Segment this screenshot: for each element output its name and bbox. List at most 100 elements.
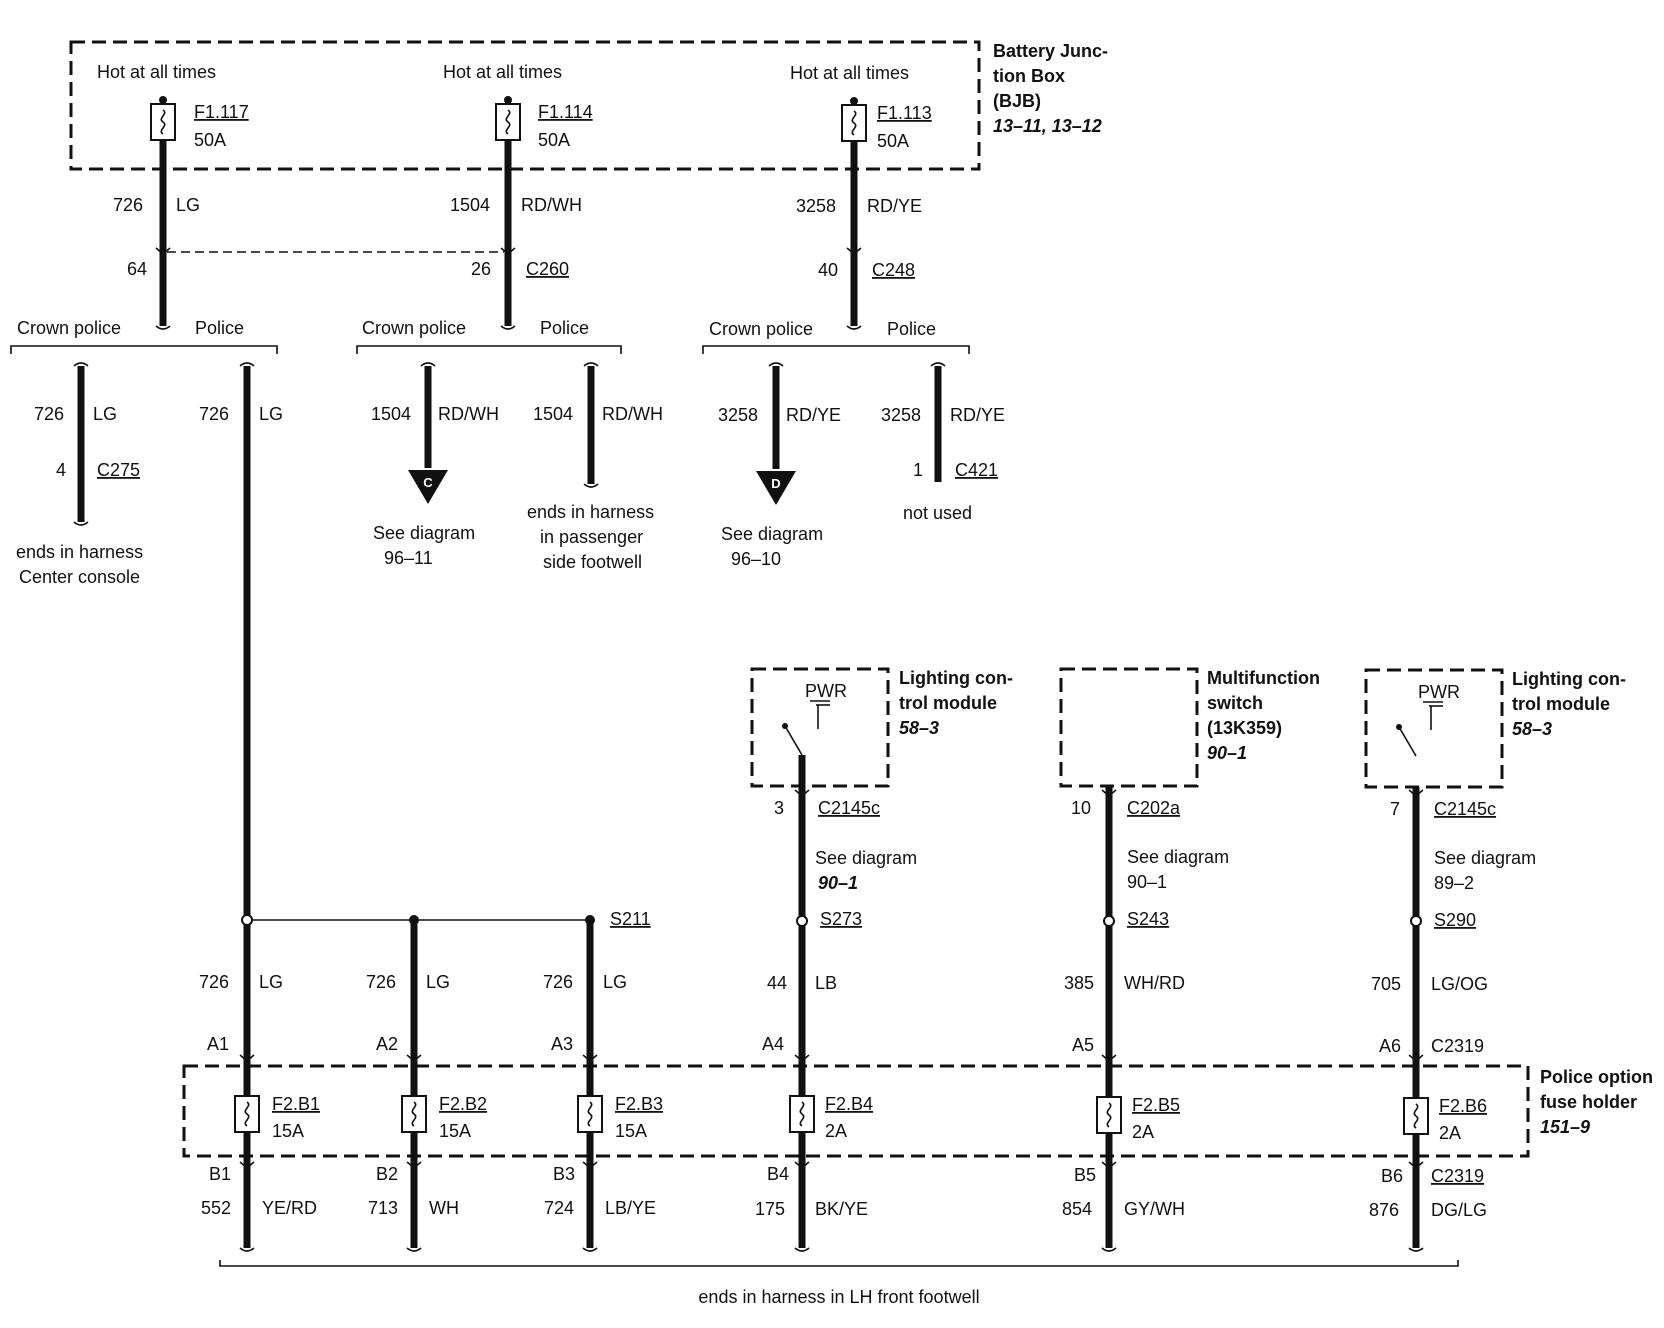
arrow-c-icon bbox=[408, 470, 448, 504]
fuse-rating: 2A bbox=[1439, 1123, 1461, 1143]
option-crown-police: Crown police bbox=[17, 318, 121, 338]
fuse-holder-inputs: 726 LG 726 LG 726 LG 44 LB 385 WH/RD 705… bbox=[199, 972, 1488, 1063]
wire-end bbox=[930, 362, 946, 367]
see-diagram: See diagram bbox=[1127, 847, 1229, 867]
pin-number: 10 bbox=[1071, 798, 1091, 818]
pin-a5: A5 bbox=[1072, 1035, 1094, 1055]
bjb-outline bbox=[69, 40, 981, 171]
wire-ends bbox=[239, 1247, 1424, 1252]
circuit-number: 726 bbox=[113, 195, 143, 215]
fuse-id: F2.B5 bbox=[1132, 1095, 1180, 1115]
see-diagram-ref: 90–1 bbox=[818, 873, 858, 893]
wire-color: LG bbox=[176, 195, 200, 215]
connector-chevrons bbox=[794, 789, 1424, 798]
splice-s211: S211 bbox=[610, 909, 651, 929]
module-outline bbox=[1364, 668, 1504, 789]
module-title: trol module bbox=[1512, 694, 1610, 714]
circuit-number: 1504 bbox=[371, 404, 411, 424]
switch-blade-icon bbox=[1398, 726, 1417, 757]
bjb-title-2: tion Box bbox=[993, 66, 1065, 86]
bjb-output-wires: 726 LG 1504 RD/WH 3258 RD/YE 64 26 C260 … bbox=[113, 140, 922, 330]
fuse-rating: 50A bbox=[877, 131, 909, 151]
fuse-id: F2.B4 bbox=[825, 1094, 873, 1114]
module-outline bbox=[750, 667, 890, 788]
splice-s273: S273 bbox=[820, 909, 862, 929]
battery-junction-box: Battery Junc- tion Box (BJB) 13–11, 13–1… bbox=[69, 40, 1108, 171]
fuse-element-icon bbox=[244, 1101, 250, 1127]
circuit-number: 726 bbox=[199, 972, 229, 992]
wire-color: RD/YE bbox=[786, 405, 841, 425]
police-option-fuse-holder: Police option fuse holder 151–9 F2.B1 15… bbox=[182, 1064, 1653, 1158]
module-outline bbox=[1059, 667, 1199, 788]
module-title: Lighting con- bbox=[1512, 669, 1626, 689]
see-diagram-ref: 89–2 bbox=[1434, 873, 1474, 893]
fuse-id: F1.114 bbox=[538, 102, 593, 122]
fuse-f1-113: Hot at all times F1.113 50A bbox=[790, 63, 932, 151]
pin-b4: B4 bbox=[767, 1164, 789, 1184]
fuse-rating: 15A bbox=[615, 1121, 647, 1141]
fuse-f1-117: Hot at all times F1.117 50A bbox=[97, 62, 249, 150]
splice-s211-group: S211 bbox=[241, 909, 651, 1248]
splice-dot bbox=[409, 915, 419, 925]
pin-b5: B5 bbox=[1074, 1165, 1096, 1185]
fuse-f2-b6: F2.B6 2A bbox=[1403, 1096, 1487, 1143]
fuse-element-icon bbox=[1413, 1103, 1419, 1129]
hot-label: Hot at all times bbox=[97, 62, 216, 82]
wire-color: LG bbox=[603, 972, 627, 992]
arrow-letter: D bbox=[771, 476, 780, 491]
connector-chevrons bbox=[239, 1054, 1424, 1063]
fuse-element-icon bbox=[505, 109, 511, 135]
note: Center console bbox=[19, 567, 140, 587]
see-diagram-ref: 90–1 bbox=[1127, 872, 1167, 892]
see-diagram: See diagram bbox=[815, 848, 917, 868]
wire-color: LG/OG bbox=[1431, 974, 1488, 994]
option-bracket bbox=[702, 345, 970, 354]
connector-c260: C260 bbox=[526, 259, 569, 279]
module-title: Multifunction bbox=[1207, 668, 1320, 688]
footer-note: ends in harness in LH front footwell bbox=[698, 1287, 979, 1307]
wire-color: WH bbox=[429, 1198, 459, 1218]
circuit-number: 385 bbox=[1064, 973, 1094, 993]
fuse-element-icon bbox=[160, 109, 166, 135]
connector-chevrons bbox=[239, 1161, 1424, 1170]
hot-label: Hot at all times bbox=[443, 62, 562, 82]
option-police: Police bbox=[887, 319, 936, 339]
wire-end bbox=[768, 362, 784, 367]
module-lighting-control-2: PWR Lighting con- trol module 58–3 bbox=[1364, 668, 1626, 789]
fuse-rating: 50A bbox=[538, 130, 570, 150]
fuse-terminal bbox=[504, 96, 512, 104]
module-ref: 90–1 bbox=[1207, 743, 1247, 763]
circuit-number: 726 bbox=[543, 972, 573, 992]
switch-blade-icon bbox=[784, 725, 803, 756]
module-output-wires: 3 C2145c 10 C202a 7 C2145c See diagram 9… bbox=[774, 755, 1536, 1248]
fuse-rating: 15A bbox=[439, 1121, 471, 1141]
circuit-number: 44 bbox=[767, 973, 787, 993]
pin-number: 40 bbox=[818, 260, 838, 280]
fuse-id: F2.B3 bbox=[615, 1094, 663, 1114]
wire-end bbox=[420, 362, 436, 367]
splice-dot bbox=[585, 915, 595, 925]
wire-color: RD/YE bbox=[867, 196, 922, 216]
circuit-number: 175 bbox=[755, 1199, 785, 1219]
fuse-id: F2.B2 bbox=[439, 1094, 487, 1114]
circuit-number: 726 bbox=[366, 972, 396, 992]
see-diagram: See diagram bbox=[721, 524, 823, 544]
pwr-label: PWR bbox=[1418, 682, 1460, 702]
module-title: Lighting con- bbox=[899, 668, 1013, 688]
wire-color: WH/RD bbox=[1124, 973, 1185, 993]
fuse-id: F1.117 bbox=[194, 102, 249, 122]
circuit-number: 705 bbox=[1371, 974, 1401, 994]
fuse-holder-outputs: B1 B2 B3 B4 B5 B6 C2319 552 YE/RD 713 WH… bbox=[201, 1161, 1487, 1307]
fuse-terminal bbox=[159, 96, 167, 104]
fuse-f2-b1: F2.B1 15A bbox=[234, 1094, 320, 1141]
circuit-number: 713 bbox=[368, 1198, 398, 1218]
wire-color: RD/WH bbox=[438, 404, 499, 424]
module-lighting-control-1: PWR Lighting con- trol module 58–3 bbox=[750, 667, 1013, 788]
wire-color: RD/WH bbox=[602, 404, 663, 424]
circuit-number: 854 bbox=[1062, 1199, 1092, 1219]
wire-color: YE/RD bbox=[262, 1198, 317, 1218]
wire-color: LG bbox=[426, 972, 450, 992]
circuit-number: 876 bbox=[1369, 1200, 1399, 1220]
connector-c421: C421 bbox=[955, 460, 998, 480]
pin-number: 64 bbox=[127, 259, 147, 279]
